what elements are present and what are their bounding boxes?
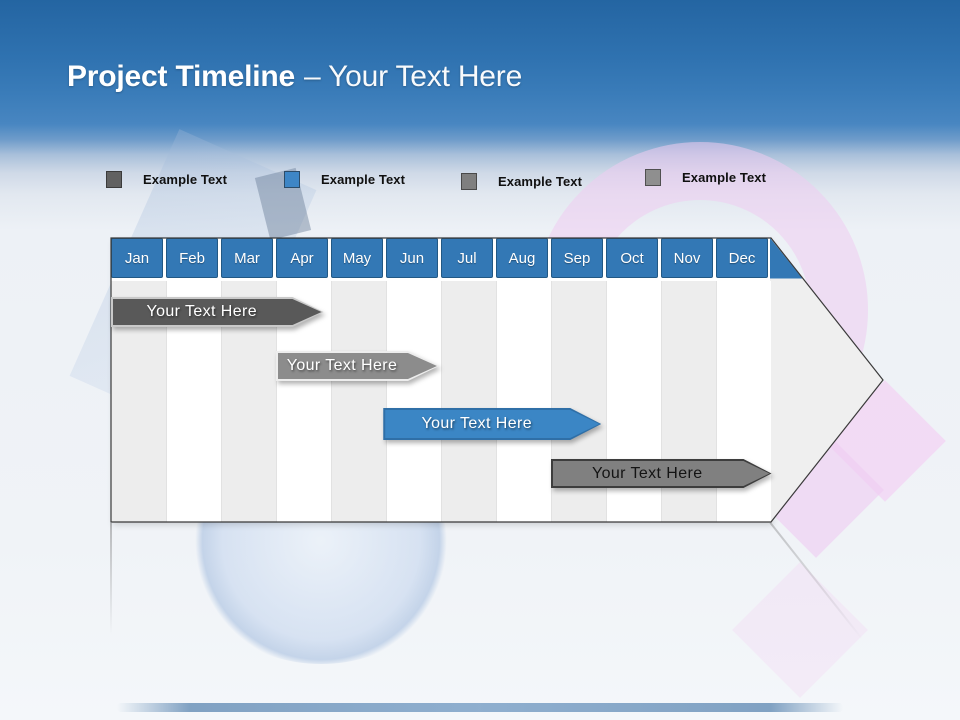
bar-label: Your Text Here — [286, 357, 398, 374]
legend-label: Example Text — [498, 173, 583, 189]
bar-border — [551, 459, 772, 488]
page-title[interactable]: Project Timeline – Your Text Here — [67, 60, 522, 94]
timeline-bar[interactable]: Your Text Here — [551, 459, 772, 488]
bar-border — [383, 408, 601, 440]
legend-swatch — [106, 170, 122, 188]
bar-label: Your Text Here — [146, 303, 258, 320]
legend-label: Example Text — [143, 171, 228, 187]
timeline-bar[interactable]: Your Text Here — [111, 297, 324, 327]
title-primary: Project Timeline — [67, 60, 295, 93]
legend-swatch — [645, 168, 661, 186]
legend-swatch — [284, 170, 300, 188]
bar-fill — [385, 410, 599, 438]
title-secondary: – Your Text Here — [304, 60, 523, 93]
bar-fill — [113, 299, 322, 325]
bar-border — [111, 297, 324, 327]
timeline-bar[interactable]: Your Text Here — [383, 408, 601, 440]
bar-label: Your Text Here — [591, 464, 703, 482]
timeline-bar[interactable]: Your Text Here — [276, 351, 439, 381]
bar-fill — [553, 461, 770, 486]
legend-item[interactable]: Example Text — [461, 171, 582, 191]
legend-label: Example Text — [321, 171, 406, 187]
legend-item[interactable]: Example Text — [284, 169, 405, 189]
legend-item[interactable]: Example Text — [645, 167, 766, 187]
bar-border — [276, 351, 439, 381]
bar-label: Your Text Here — [421, 415, 533, 432]
bar-fill — [278, 353, 437, 379]
legend-label: Example Text — [682, 169, 767, 185]
legend-item[interactable]: Example Text — [106, 169, 227, 189]
legend-swatch — [461, 172, 477, 190]
